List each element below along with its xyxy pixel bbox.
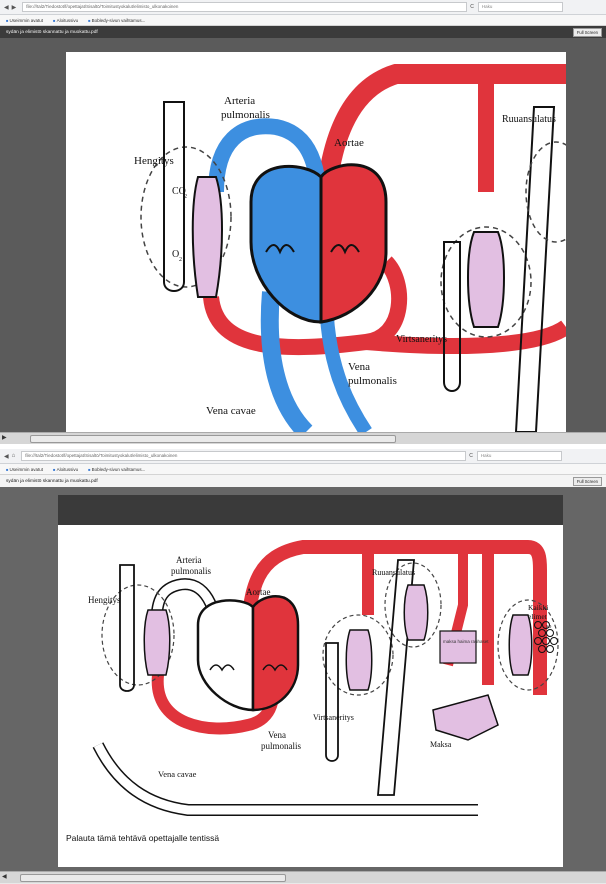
label-vena-cavae: Vena cavae [206,405,256,417]
urinary-tube [444,242,460,391]
heart-left-side [253,596,298,710]
vena-cavae-inner [98,745,478,810]
horizontal-scrollbar[interactable]: ◀ [0,871,606,883]
page-gap [58,495,563,525]
label-hengitys: Hengitys [88,595,121,605]
label-elimet: elimet [528,612,548,621]
fullscreen-button[interactable]: Full Screen [573,477,602,486]
label-vena-pulm-2: pulmonalis [348,375,397,387]
pdf-page: maksa haima rauhaset Arteria pulmonalis … [58,525,563,867]
instruction-caption: Palauta tämä tehtävä opettajalle tentiss… [66,833,219,843]
bookmarks-bar: Useimmin avatut Aloitussivu Bobledy-sivu… [0,464,606,475]
screenshot-top: ◀ ▶ file:///tal2/Tiedostot/f/opettajat/S… [0,0,606,444]
kidney-capillary [346,630,372,690]
bookmarks-bar: Useimmin avatut Aloitussivu Bobledy-sivu… [0,15,606,26]
label-aortae: Aortae [334,137,364,149]
nav-buttons: ◀ ▶ [4,4,16,11]
label-co2-sub: 2 [184,194,187,200]
label-o2-sub: 2 [179,257,182,263]
search-input[interactable]: Haku [478,2,563,12]
label-arteria: Arteria [224,95,255,107]
bookmark-item[interactable]: Bobledy-sivun vaihtamus... [88,18,145,23]
browser-toolbar: ◀ ▶ file:///tal2/Tiedostot/f/opettajat/S… [0,0,606,15]
bookmark-item[interactable]: Useimmin avatut [6,18,43,23]
label-aortae: Aortae [246,587,271,597]
urinary-tube [326,643,338,761]
label-arteria: Arteria [176,555,201,565]
scroll-left-icon[interactable]: ▶ [2,434,7,441]
search-input[interactable]: Haku [477,451,562,461]
document-title: sydän ja elimistö skannattu ja muokattu.… [6,30,98,35]
pdf-viewer: maksa haima rauhaset Arteria pulmonalis … [0,487,606,871]
label-vena-cavae: Vena cavae [158,769,197,779]
gland-text: maksa haima rauhaset [443,639,489,644]
screenshot-bottom: ◀ ⌂ file:///tal2/Tiedostot/f/opettajat/S… [0,449,606,884]
digestion-capillary [404,585,428,640]
heart-right-side [198,600,253,710]
nav-buttons: ◀ ⌂ [4,453,15,460]
reload-icon[interactable]: C [470,4,474,10]
bookmark-item[interactable]: Aloitussivu [53,467,78,472]
label-vena-pulm: Vena [268,730,286,740]
scroll-left-icon[interactable]: ◀ [2,873,7,880]
label-pulmonalis: pulmonalis [221,109,270,121]
circulation-diagram: maksa haima rauhaset Arteria pulmonalis … [58,525,563,825]
horizontal-scrollbar[interactable]: ▶ [0,432,606,444]
bookmark-item[interactable]: Bobledy-sivun vaihtamus... [88,467,145,472]
kidney-capillary [468,232,504,327]
bookmark-item[interactable]: Useimmin avatut [6,467,43,472]
address-bar[interactable]: file:///tal2/Tiedostot/f/opettajat/Sisal… [21,451,466,461]
label-vena-pulm: Vena [348,361,370,373]
label-maksa: Maksa [430,740,452,749]
document-title: sydän ja elimistö skannattu ja muokattu.… [6,479,98,484]
liver-shape [433,695,498,740]
label-ruuansulatus: Ruuansulatus [502,114,556,125]
label-virtsaneritys: Virtsaneritys [396,334,447,345]
browser-toolbar: ◀ ⌂ file:///tal2/Tiedostot/f/opettajat/S… [0,449,606,464]
lung-capillary [144,610,170,675]
pdf-toolbar: sydän ja elimistö skannattu ja muokattu.… [0,26,606,38]
label-vena-pulm-2: pulmonalis [261,741,301,751]
circulation-diagram: Arteria pulmonalis Aortae Hengitys CO 2 … [66,52,566,432]
scrollbar-thumb[interactable] [20,874,286,882]
label-ruuansulatus: Ruuansulatus [372,568,415,577]
label-virtsaneritys: Virtsaneritys [313,713,354,722]
forward-icon[interactable]: ▶ [12,4,17,11]
back-icon[interactable]: ◀ [4,453,9,460]
label-pulmonalis: pulmonalis [171,566,211,576]
gland-box [440,631,476,663]
reload-icon[interactable]: C [469,453,473,459]
lung-capillary [193,177,222,297]
back-icon[interactable]: ◀ [4,4,9,11]
heart-left-side [321,165,386,322]
fullscreen-button[interactable]: Full Screen [573,28,602,37]
label-kaikki: Kaikki [528,603,548,612]
home-icon[interactable]: ⌂ [12,453,16,460]
address-bar[interactable]: file:///tal2/Tiedostot/f/opettajat/Sisal… [22,2,467,12]
pdf-viewer: Arteria pulmonalis Aortae Hengitys CO 2 … [0,38,606,432]
organs-capillary [509,615,532,675]
pdf-page: Arteria pulmonalis Aortae Hengitys CO 2 … [66,52,566,432]
label-so: so [546,624,551,630]
bookmark-item[interactable]: Aloitussivu [53,18,78,23]
trachea-tube [120,565,134,691]
label-hengitys: Hengitys [134,155,174,167]
scrollbar-thumb[interactable] [30,435,396,443]
